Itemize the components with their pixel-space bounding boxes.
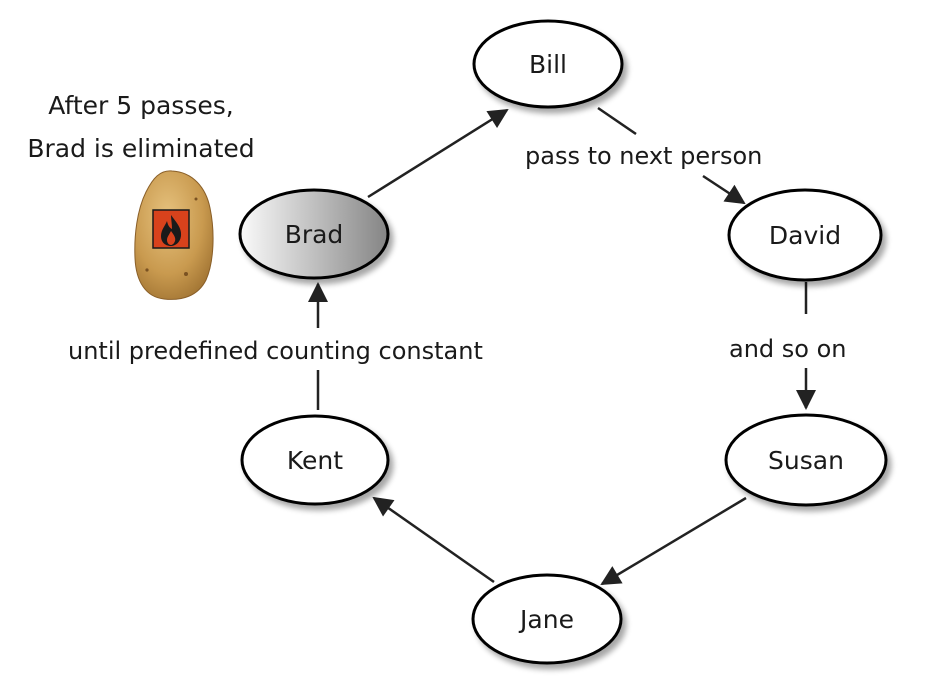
potato-eye	[184, 272, 188, 276]
node-susan-label: Susan	[768, 446, 844, 475]
edge-jane-to-kent	[372, 496, 495, 584]
edge-bill-to-david-tail	[702, 174, 746, 205]
edge-bill-to-david	[597, 106, 637, 136]
node-kent-label: Kent	[287, 446, 343, 475]
edges	[308, 106, 816, 586]
node-david: David	[727, 188, 883, 282]
node-david-shape	[727, 188, 883, 282]
node-brad-shape	[238, 188, 390, 280]
potato-eye	[194, 197, 198, 201]
node-bill: Bill	[472, 19, 624, 109]
node-jane-shape	[471, 573, 623, 665]
edge-brad-to-bill	[367, 108, 509, 199]
elimination-caption: After 5 passes, Brad is eliminated	[27, 91, 254, 163]
edge-susan-to-jane	[600, 496, 747, 586]
node-brad-label: Brad	[285, 220, 344, 249]
node-kent-shape	[240, 414, 390, 506]
caption-line-2: Brad is eliminated	[27, 134, 254, 163]
edge-label-david-to-susan: and so on	[729, 335, 847, 363]
node-jane: Jane	[471, 573, 623, 665]
node-bill-label: Bill	[529, 50, 567, 79]
node-brad: Brad	[238, 188, 390, 280]
edge-label-bill-to-david: pass to next person	[525, 142, 762, 170]
flame-icon	[161, 215, 182, 246]
node-susan: Susan	[724, 413, 888, 507]
potato-icon	[134, 170, 214, 300]
edge-label-kent-to-brad: until predefined counting constant	[68, 337, 483, 365]
node-bill-shape	[472, 19, 624, 109]
node-david-label: David	[769, 221, 841, 250]
potato-eye	[145, 268, 149, 272]
node-susan-shape	[724, 413, 888, 507]
node-jane-label: Jane	[518, 605, 574, 634]
caption-line-1: After 5 passes,	[48, 91, 233, 120]
node-kent: Kent	[240, 414, 390, 506]
